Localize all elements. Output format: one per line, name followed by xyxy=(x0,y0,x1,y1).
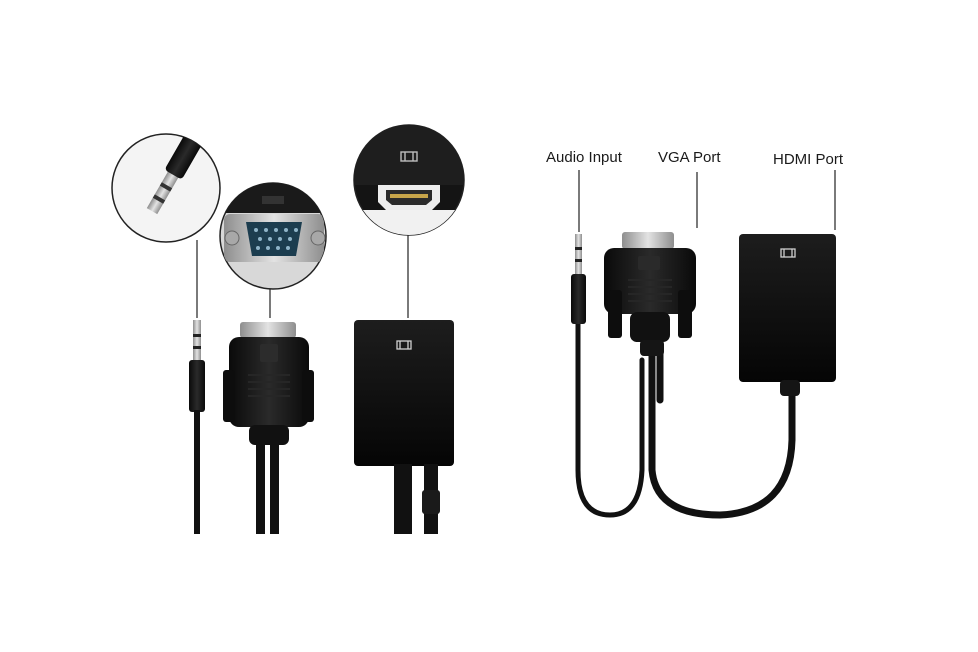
hdmi-port-box xyxy=(739,234,836,396)
hdmi-port-label: HDMI Port xyxy=(773,151,844,168)
audio-input-jack xyxy=(571,234,586,324)
vga-connector xyxy=(223,322,314,534)
hdmi-adapter-box xyxy=(354,320,454,534)
vga-port-connector xyxy=(604,232,696,356)
audio-input-label: Audio Input xyxy=(546,149,622,166)
hdmi-port-icon xyxy=(780,248,796,258)
audio-cable xyxy=(575,319,645,518)
left-product-photo xyxy=(111,124,465,534)
vga-port-label: VGA Port xyxy=(658,149,721,166)
detail-circle-vga-pins xyxy=(219,182,327,290)
audio-jack-plug xyxy=(189,320,205,534)
detail-circle-audio-jack xyxy=(111,133,221,243)
vga-cable xyxy=(648,346,796,519)
right-product-photo xyxy=(571,170,836,519)
hdmi-port-icon xyxy=(396,340,412,350)
detail-circle-hdmi-port xyxy=(353,124,465,236)
